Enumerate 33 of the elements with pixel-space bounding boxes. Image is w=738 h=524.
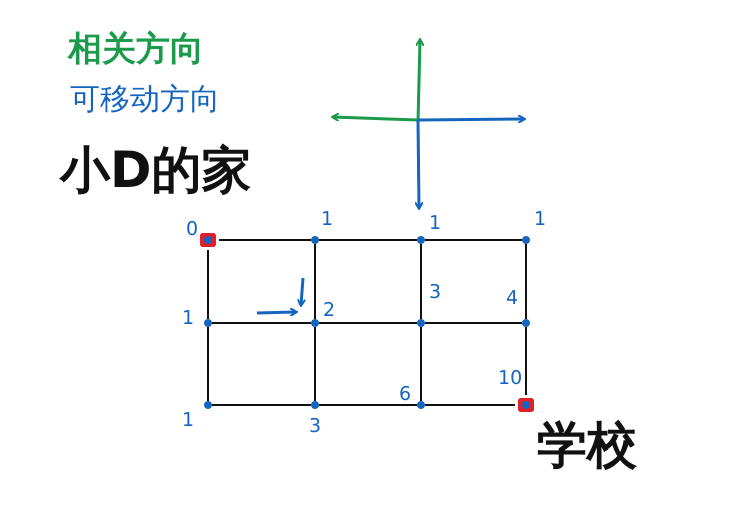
point-value: 1: [534, 210, 546, 229]
grid-line: [319, 404, 417, 406]
point-value: 1: [182, 411, 194, 430]
grid-line: [314, 244, 316, 319]
grid-line: [314, 327, 316, 401]
point-value: 1: [429, 214, 442, 233]
point-value: 2: [323, 301, 336, 320]
direction-note: 可移动方向: [70, 85, 220, 115]
grid-line: [212, 322, 311, 324]
grid-line: [207, 327, 209, 401]
grid-line: [425, 404, 515, 406]
grid-line: [319, 239, 417, 241]
point-value: 3: [429, 283, 442, 302]
point-value: 0: [186, 220, 198, 239]
grid-line: [425, 322, 522, 324]
grid-line: [207, 250, 209, 319]
grid-line: [420, 327, 422, 401]
grid-line: [212, 404, 311, 406]
home-label: 小D的家: [60, 145, 252, 195]
grid-line: [219, 239, 311, 241]
point-value: 3: [309, 417, 322, 436]
point-value: 1: [321, 210, 334, 229]
grid-line: [525, 327, 527, 395]
grid-line: [319, 322, 417, 324]
point-value: 1: [182, 309, 194, 328]
point-value: 6: [399, 385, 412, 404]
point-value: 10: [498, 369, 522, 388]
point-value: 4: [506, 289, 518, 308]
direction-note: 相关方向: [68, 32, 204, 66]
school-label: 学校: [537, 420, 637, 470]
grid-line: [425, 239, 522, 241]
grid-line: [420, 244, 422, 319]
grid-line: [525, 244, 527, 319]
